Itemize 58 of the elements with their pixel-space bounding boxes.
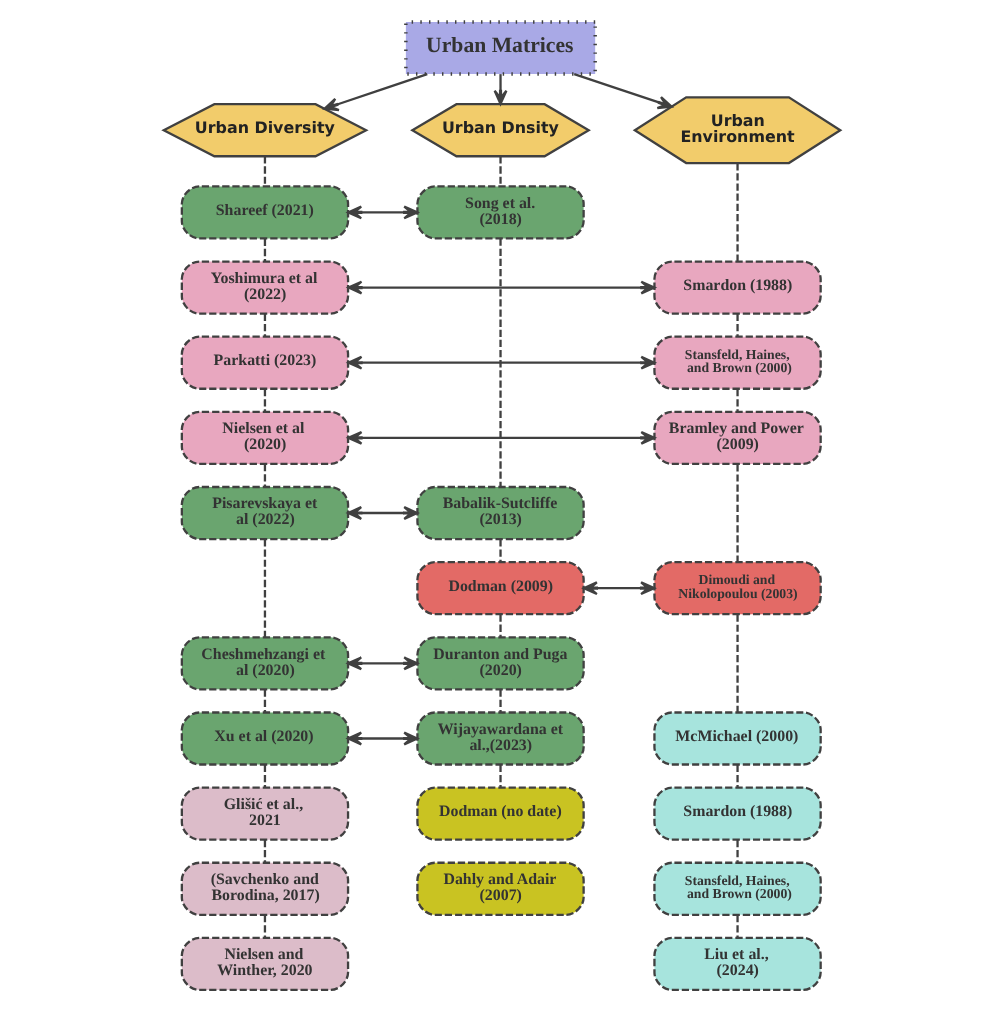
arrow xyxy=(347,205,419,220)
arrow xyxy=(493,74,508,106)
node-box: Glišić et al., 2021 xyxy=(180,786,350,841)
node-box: Dodman (2009) xyxy=(416,561,585,616)
connector xyxy=(736,764,739,788)
arrow xyxy=(347,731,419,746)
arrow xyxy=(347,506,419,521)
connector xyxy=(736,614,739,713)
connector xyxy=(499,539,502,563)
connector xyxy=(263,464,267,487)
connector xyxy=(263,915,267,938)
node-box: Wijayawardana et al.,(2023) xyxy=(416,711,585,766)
connector xyxy=(736,389,739,412)
connector xyxy=(263,238,267,262)
arrow xyxy=(582,581,656,596)
connector xyxy=(499,689,502,713)
node-box: Shareef (2021) xyxy=(180,185,350,240)
node-box: Parkatti (2023) xyxy=(180,335,350,390)
node-box: Babalik-Sutcliffe (2013) xyxy=(416,485,585,541)
connector xyxy=(263,689,267,713)
arrow xyxy=(347,656,419,671)
node-box: Cheshmehzangi et al (2020) xyxy=(180,636,350,691)
connector xyxy=(263,156,267,187)
node-box: (Savchenko and Borodina, 2017) xyxy=(180,861,350,916)
connector xyxy=(736,163,739,262)
node-box: Smardon (1988) xyxy=(653,786,822,841)
connector xyxy=(263,539,267,638)
node-box: Nielsen and Winther, 2020 xyxy=(180,936,350,992)
node-box: Xu et al (2020) xyxy=(180,711,350,766)
arrow xyxy=(323,73,428,112)
arrow xyxy=(347,430,656,445)
node-box: Nielsen et al (2020) xyxy=(180,410,350,466)
connector xyxy=(736,464,739,563)
node-box: Bramley and Power (2009) xyxy=(653,410,822,466)
node-box: Song et al. (2018) xyxy=(416,185,585,240)
connector xyxy=(263,839,267,863)
arrow xyxy=(347,280,656,295)
node-box: McMichael (2000) xyxy=(653,711,822,766)
connector xyxy=(736,839,739,863)
node-box: Pisarevskaya et al (2022) xyxy=(180,485,350,541)
connector xyxy=(499,238,502,487)
connector xyxy=(499,614,502,638)
node-box: Yoshimura et al (2022) xyxy=(180,260,350,315)
connector xyxy=(736,915,739,938)
connector xyxy=(736,313,739,337)
node-box: Duranton and Puga (2020) xyxy=(416,636,585,691)
connector xyxy=(499,764,502,788)
connector xyxy=(499,156,502,187)
arrow xyxy=(347,355,656,370)
node-box: Smardon (1988) xyxy=(653,260,822,315)
connector xyxy=(263,764,267,788)
node-box: Dodman (no date) xyxy=(416,786,585,841)
node-box: Liu et al., (2024) xyxy=(653,936,822,992)
connector xyxy=(263,313,267,337)
connector xyxy=(263,389,267,412)
node-box: Urban Matrices xyxy=(404,20,597,76)
node-box: Dahly and Adair (2007) xyxy=(416,861,585,916)
arrow xyxy=(573,73,673,110)
